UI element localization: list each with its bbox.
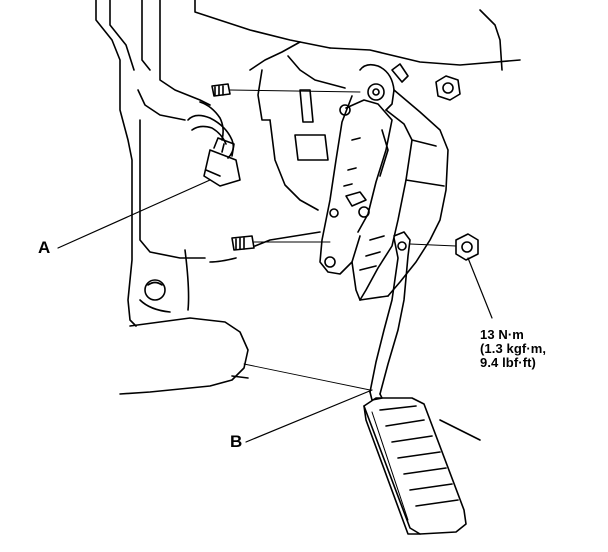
lower-bolt-stud <box>231 235 331 251</box>
leader-line-a <box>57 179 211 249</box>
leader-line-b <box>245 389 373 443</box>
pedal-module-housing <box>319 63 449 301</box>
upper-bolt-stud <box>211 83 361 97</box>
pedal-arm <box>369 231 411 401</box>
torque-spec-line-1: 13 N·m <box>480 327 524 342</box>
leader-lines <box>57 179 493 443</box>
torque-spec: 13 N·m (1.3 kgf·m, 9.4 lbf·ft) <box>480 328 546 370</box>
harness-connector <box>187 114 241 187</box>
torque-spec-line-3: 9.4 lbf·ft) <box>480 355 536 370</box>
lower-mount-nut <box>409 233 479 261</box>
body-panel-outline <box>95 0 521 327</box>
torque-spec-line-2: (1.3 kgf·m, <box>480 341 547 356</box>
callout-b: B <box>230 432 243 451</box>
upper-mount-nut <box>435 75 461 101</box>
leader-line-torque <box>467 257 493 319</box>
floor-panel-outline <box>119 317 481 441</box>
leader-line-floor <box>243 363 371 391</box>
pedal-pad <box>363 397 467 535</box>
callout-a: A <box>38 238 51 257</box>
